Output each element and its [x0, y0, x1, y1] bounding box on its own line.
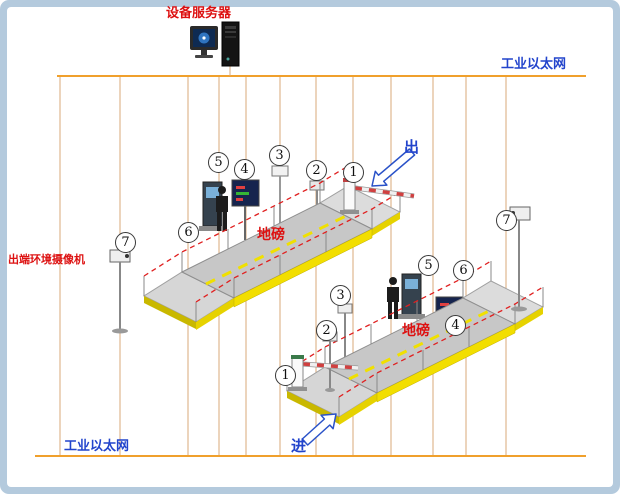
weighbridge-platform [142, 165, 402, 330]
sensor-fence-back [143, 165, 349, 277]
entry-camera-pole-icon [337, 303, 353, 362]
entry-barrier-gate-icon [288, 355, 359, 391]
server-label: 设备服务器 [166, 6, 232, 21]
left-environment-camera-icon [109, 249, 131, 334]
entry-arrow-icon [301, 413, 337, 446]
callout-entry-4: 4 [445, 315, 466, 336]
entry-direction-label: 进 [291, 437, 307, 455]
exit-person-figure [216, 186, 228, 231]
callout-entry-3: 3 [330, 285, 351, 306]
entry-kiosk-icon [398, 273, 425, 319]
callout-exit-1: 1 [343, 162, 364, 183]
callout-camera-left-7: 7 [115, 232, 136, 253]
entry-person-figure [387, 277, 399, 319]
exit-camera-label: 出端环境摄像机 [8, 253, 85, 266]
ethernet-label-bottom: 工业以太网 [64, 439, 130, 454]
weighbridge-label-entry: 地磅 [402, 323, 430, 339]
callout-exit-4: 4 [234, 159, 255, 180]
server-tower-icon [221, 21, 240, 67]
callout-exit-3: 3 [269, 145, 290, 166]
exit-arrow-icon [371, 148, 416, 187]
callout-entry-6: 6 [453, 260, 474, 281]
callout-exit-6: 6 [178, 222, 199, 243]
exit-led-display-icon [231, 179, 260, 240]
exit-direction-label: 出 [404, 138, 420, 156]
callout-entry-1: 1 [275, 365, 296, 386]
callout-exit-2: 2 [306, 160, 327, 181]
callout-entry-2: 2 [316, 320, 337, 341]
ethernet-label-top: 工业以太网 [501, 57, 567, 72]
callout-entry-5: 5 [418, 255, 439, 276]
weighbridge-label-exit: 地磅 [257, 227, 285, 243]
callout-exit-5: 5 [208, 152, 229, 173]
monitor-icon [190, 26, 218, 58]
sensor-fence-front [195, 191, 401, 303]
callout-camera-right-7: 7 [496, 210, 517, 231]
